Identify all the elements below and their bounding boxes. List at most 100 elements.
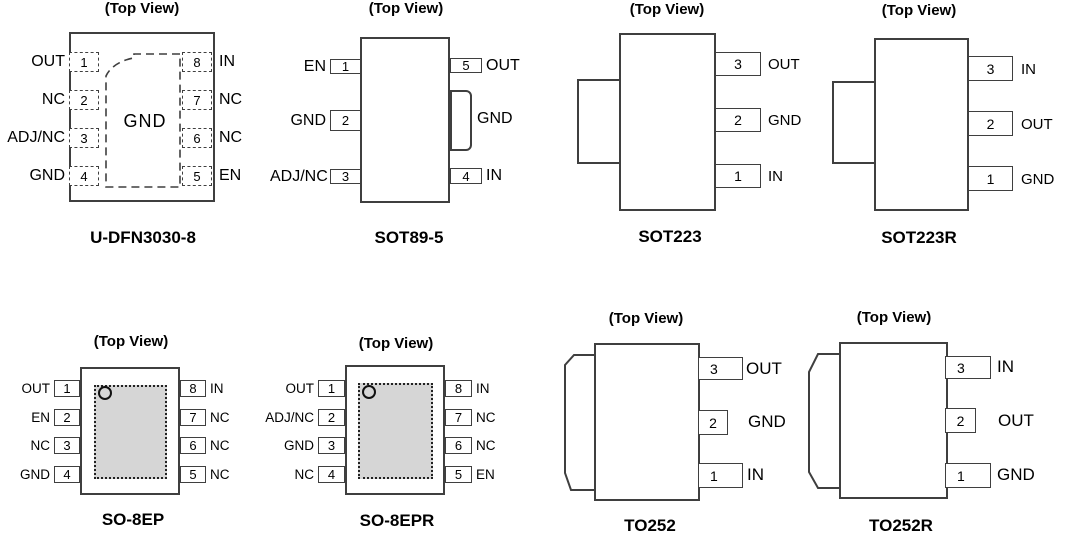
pin-label-adjnc: ADJ/NC <box>7 129 65 146</box>
pin-number: 1 <box>734 168 742 184</box>
pin-label-out: OUT <box>768 56 800 73</box>
pin-number: 8 <box>454 381 463 396</box>
pin-box-4: 4 <box>318 466 345 483</box>
pin-box-3: 3 <box>968 56 1013 81</box>
pin-box-2: 2 <box>69 90 99 110</box>
pin-label-out: OUT <box>21 381 51 396</box>
pin-number: 2 <box>986 115 995 132</box>
pin-label-out: OUT <box>1021 116 1053 133</box>
pin-label-in: IN <box>768 168 783 185</box>
pin-number: 5 <box>193 168 201 184</box>
pin-label-gnd: GND <box>20 467 50 482</box>
pin-number: 6 <box>189 438 197 453</box>
pin-number: 2 <box>734 112 742 128</box>
pin-label-nc: NC <box>210 438 230 453</box>
package-body <box>594 343 700 501</box>
package-body <box>874 38 969 211</box>
pin-box-8: 8 <box>182 52 212 72</box>
pin-number: 2 <box>709 414 717 431</box>
pin-number: 3 <box>80 130 88 146</box>
pin-box-4: 4 <box>69 166 99 186</box>
pin-number: 1 <box>63 381 71 396</box>
pin-label-in: IN <box>476 381 490 396</box>
pin-label-in: IN <box>1021 61 1036 78</box>
package-udfn3030-8: (Top View) GND 1 2 3 4 8 7 6 5 OUT NC AD… <box>0 0 270 270</box>
pin-box-1: 1 <box>330 59 361 74</box>
pin-number: 2 <box>80 92 88 108</box>
pin-label-gnd: GND <box>290 112 326 129</box>
pin1-marker-circle <box>98 386 112 400</box>
pin-box-3: 3 <box>698 357 743 380</box>
pin-box-7: 7 <box>180 409 206 426</box>
package-sot223: (Top View) 3 2 1 OUT GND IN SOT223 <box>550 0 820 270</box>
pin-number: 3 <box>710 360 718 377</box>
package-body <box>619 33 716 211</box>
pin-box-1: 1 <box>968 166 1013 191</box>
package-body <box>839 342 948 499</box>
pin-number: 1 <box>986 170 995 187</box>
top-view-label: (Top View) <box>608 310 684 327</box>
pin-label-out: OUT <box>998 411 1034 430</box>
pin-number: 3 <box>734 56 742 72</box>
top-view-label: (Top View) <box>856 309 932 326</box>
pin-number: 1 <box>80 54 88 70</box>
mounting-tab <box>808 353 840 489</box>
gnd-pad-outline <box>105 53 181 188</box>
pin-box-3: 3 <box>318 437 345 454</box>
pin-number: 8 <box>193 54 201 70</box>
pin-number: 4 <box>327 467 336 482</box>
top-view-label: (Top View) <box>629 1 705 18</box>
package-name: SOT223R <box>881 228 957 247</box>
package-sot223r: (Top View) 3 2 1 IN OUT GND SOT223R <box>800 0 1080 270</box>
pin-label-nc: NC <box>210 410 230 425</box>
package-name: U-DFN3030-8 <box>90 228 196 247</box>
pin-box-6: 6 <box>445 437 472 454</box>
pin-box-2: 2 <box>945 408 976 433</box>
pin-number: 1 <box>710 467 718 484</box>
pin-number: 7 <box>454 410 463 425</box>
package-so-8epr: (Top View) 1 2 3 4 8 7 6 5 OUT ADJ/NC GN… <box>260 300 520 544</box>
mounting-tab <box>832 81 876 164</box>
pin-label-in: IN <box>997 357 1014 376</box>
pin-box-1: 1 <box>318 380 345 397</box>
pin-box-5: 5 <box>182 166 212 186</box>
pin-number: 1 <box>341 59 350 74</box>
pin-label-en: EN <box>303 58 326 75</box>
pin-box-3: 3 <box>715 52 761 76</box>
pin-label-nc: NC <box>210 467 230 482</box>
pin-label-gnd: GND <box>29 167 65 184</box>
pin-box-2: 2 <box>698 410 728 435</box>
pin-number: 4 <box>63 467 71 482</box>
pin-label-nc: NC <box>219 91 243 108</box>
pin-box-7: 7 <box>182 90 212 110</box>
pin-box-2: 2 <box>968 111 1013 136</box>
pin-label-adjnc: ADJ/NC <box>270 168 328 185</box>
pin-box-3: 3 <box>69 128 99 148</box>
pin-label-nc: NC <box>41 91 65 108</box>
pin-label-gnd: GND <box>768 112 802 129</box>
pin-box-5: 5 <box>180 466 206 483</box>
gnd-tab <box>450 90 472 151</box>
pin-number: 3 <box>341 169 350 184</box>
package-to252r: (Top View) 3 2 1 IN OUT GND TO252R <box>790 300 1080 544</box>
package-body <box>360 37 450 203</box>
pin-label-nc: NC <box>476 438 496 453</box>
pin-number: 3 <box>986 60 995 77</box>
mounting-tab <box>577 79 621 164</box>
pin-number: 1 <box>327 381 336 396</box>
package-name: TO252 <box>624 516 676 535</box>
pin-label-in: IN <box>210 381 224 396</box>
pin-box-2: 2 <box>318 409 345 426</box>
pin-box-3: 3 <box>330 169 361 184</box>
pin-box-3: 3 <box>945 356 991 379</box>
pin-number: 4 <box>80 168 88 184</box>
package-name: SOT223 <box>638 227 702 246</box>
package-name: SO-8EPR <box>359 511 435 530</box>
pin1-marker-circle <box>362 385 376 399</box>
top-view-label: (Top View) <box>104 0 180 17</box>
pin-box-4: 4 <box>54 466 80 483</box>
pin-box-1: 1 <box>698 463 743 488</box>
pin-box-2: 2 <box>54 409 80 426</box>
pin-box-5: 5 <box>450 58 482 73</box>
pin-box-1: 1 <box>715 164 761 188</box>
